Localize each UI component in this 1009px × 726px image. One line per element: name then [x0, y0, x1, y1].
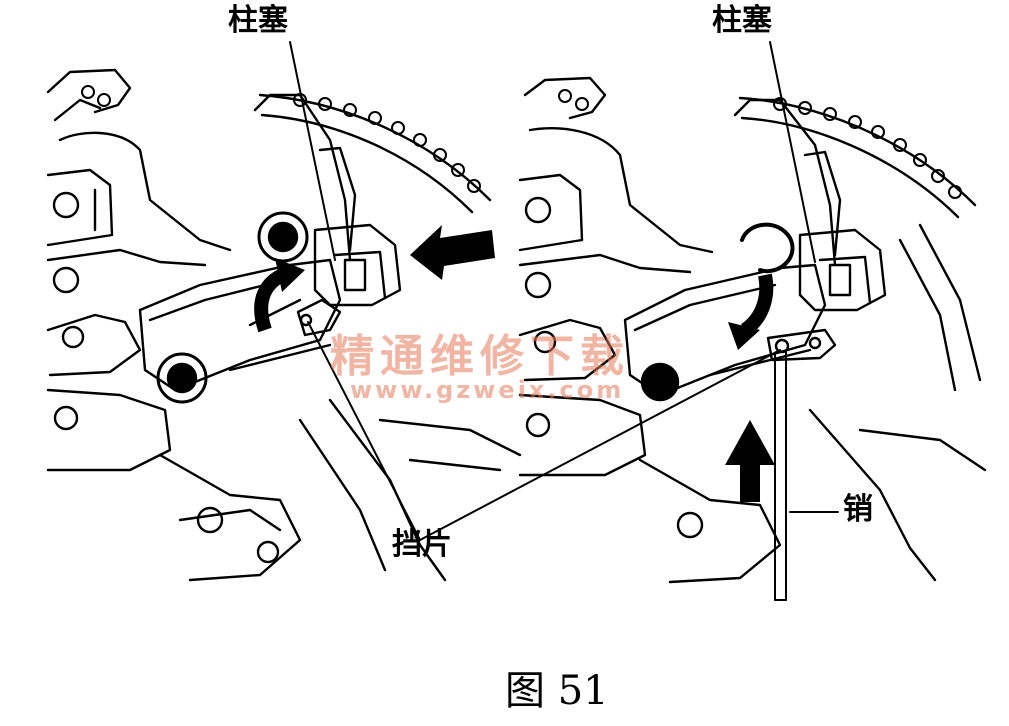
- watermark-text: 精通维修下载: [330, 331, 630, 382]
- watermark-url: www.gzweix.com: [350, 376, 625, 404]
- left-panel: [46, 68, 522, 582]
- label-plunger-right: 柱塞: [712, 3, 772, 38]
- right-panel: [518, 76, 987, 601]
- leader-lines: [289, 41, 839, 541]
- label-plunger-left: 柱塞: [228, 3, 288, 38]
- figure-caption: 图 51: [505, 668, 609, 714]
- label-stopper-plate: 挡片: [392, 527, 452, 562]
- label-pin: 销: [843, 492, 873, 527]
